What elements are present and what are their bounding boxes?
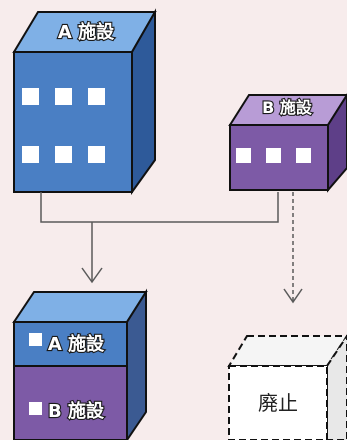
- facility-b-label: B 施設: [262, 98, 313, 117]
- merge-connector: [40, 192, 279, 284]
- abolished-front-face: [228, 365, 328, 440]
- facility-b-building: B 施設: [228, 93, 347, 193]
- facility-b-windows: [236, 148, 311, 163]
- facility-a-building: A 施設: [12, 8, 157, 196]
- abolished-building: 廃止: [227, 334, 347, 440]
- merged-lower-window: [29, 402, 42, 415]
- abolished-side-face: [326, 334, 347, 440]
- merged-lower-label: B 施設: [48, 400, 105, 422]
- merged-upper-window: [29, 333, 42, 346]
- merged-upper-label: A 施設: [48, 333, 105, 355]
- facility-a-windows: [22, 88, 105, 163]
- abolished-label: 廃止: [258, 391, 298, 415]
- merged-top-face: [12, 291, 148, 323]
- facility-a-label: A 施設: [58, 21, 115, 43]
- merged-building: A 施設 B 施設: [12, 288, 148, 440]
- abolish-connector: [283, 192, 303, 304]
- facility-a-front-face: [13, 51, 133, 193]
